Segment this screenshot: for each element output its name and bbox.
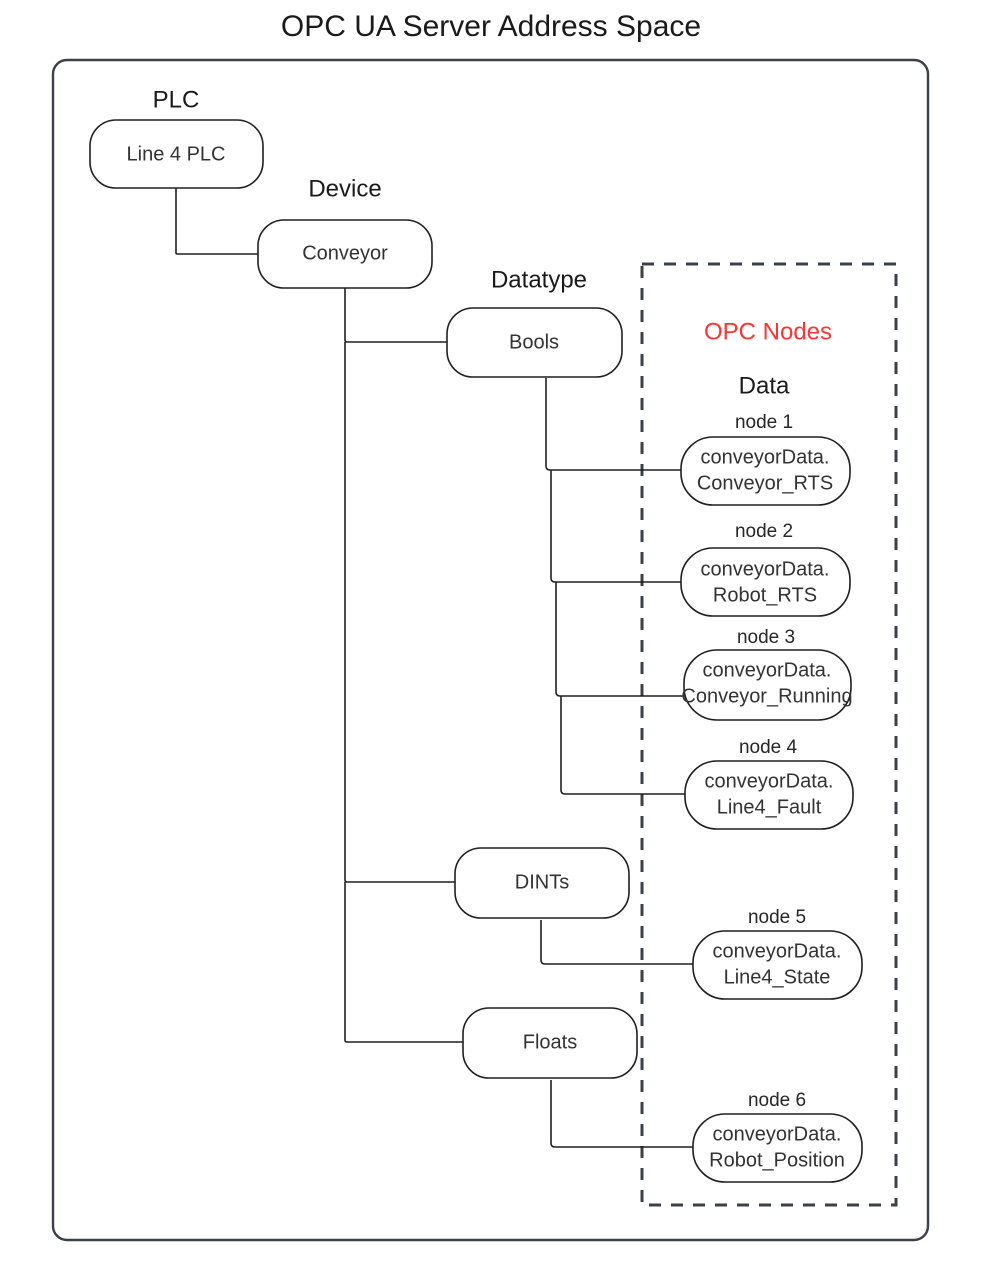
opc-node-5[interactable]: node 5 conveyorData. Line4_State bbox=[692, 907, 863, 1000]
opc-node-6-caption: node 6 bbox=[748, 1090, 806, 1111]
node-datatype-bools-shape[interactable] bbox=[446, 307, 623, 378]
opc-node-1[interactable]: node 1 conveyorData. Conveyor_RTS bbox=[680, 412, 851, 506]
link-dints-to-node5 bbox=[540, 920, 694, 965]
opc-node-6[interactable]: node 6 conveyorData. Robot_Position bbox=[692, 1090, 863, 1183]
opc-node-4-line2: Line4_Fault bbox=[717, 796, 822, 818]
page-title: OPC UA Server Address Space bbox=[281, 10, 701, 43]
opc-nodes-frame bbox=[640, 262, 898, 1207]
node-datatype-dints[interactable]: DINTs bbox=[454, 847, 630, 919]
opc-node-3-shape[interactable] bbox=[683, 649, 852, 721]
group-label-data: Data bbox=[739, 372, 790, 399]
opc-node-3[interactable]: node 3 conveyorData. Conveyor_Running bbox=[681, 627, 853, 721]
node-datatype-dints-label: DINTs bbox=[515, 871, 569, 893]
node-device-shape[interactable] bbox=[257, 219, 433, 289]
link-bools-to-node2 bbox=[550, 470, 682, 583]
link-conveyor-to-floats bbox=[344, 882, 463, 1043]
node-datatype-floats-shape[interactable] bbox=[462, 1007, 638, 1079]
opc-node-4-line1: conveyorData. bbox=[705, 770, 834, 792]
node-plc-label: Line 4 PLC bbox=[127, 143, 226, 165]
opc-node-5-line2: Line4_State bbox=[724, 966, 831, 988]
opc-node-6-line1: conveyorData. bbox=[713, 1123, 842, 1145]
opc-node-2[interactable]: node 2 conveyorData. Robot_RTS bbox=[680, 521, 851, 617]
opc-node-1-line1: conveyorData. bbox=[701, 446, 830, 468]
opc-node-3-line2: Conveyor_Running bbox=[681, 685, 852, 707]
node-device-conveyor[interactable]: Conveyor bbox=[257, 219, 433, 289]
node-datatype-dints-shape[interactable] bbox=[454, 847, 630, 919]
opc-node-2-caption: node 2 bbox=[735, 521, 793, 542]
opc-node-4-shape[interactable] bbox=[684, 760, 854, 830]
opc-node-1-line2: Conveyor_RTS bbox=[697, 472, 833, 494]
link-conveyor-to-dints bbox=[344, 342, 456, 883]
opc-node-3-caption: node 3 bbox=[737, 627, 795, 648]
group-label-plc: PLC bbox=[153, 86, 200, 113]
opc-node-2-line1: conveyorData. bbox=[701, 558, 830, 580]
opc-node-1-shape[interactable] bbox=[680, 436, 851, 506]
node-plc-shape[interactable] bbox=[89, 119, 264, 189]
link-bools-to-node1 bbox=[545, 378, 682, 471]
group-label-datatype: Datatype bbox=[491, 266, 587, 293]
link-bools-to-node3 bbox=[555, 582, 684, 697]
opc-node-6-line2: Robot_Position bbox=[709, 1149, 845, 1171]
group-label-device: Device bbox=[308, 175, 381, 202]
opc-node-5-caption: node 5 bbox=[748, 907, 806, 928]
opc-node-5-shape[interactable] bbox=[692, 930, 863, 1000]
opc-node-3-line1: conveyorData. bbox=[703, 659, 832, 681]
node-device-label: Conveyor bbox=[302, 242, 388, 264]
link-floats-to-node6 bbox=[550, 1080, 694, 1148]
opc-node-4[interactable]: node 4 conveyorData. Line4_Fault bbox=[684, 737, 854, 830]
link-bools-to-node4 bbox=[560, 696, 686, 795]
opc-node-2-shape[interactable] bbox=[680, 547, 851, 617]
opc-node-4-caption: node 4 bbox=[739, 737, 798, 758]
node-datatype-floats[interactable]: Floats bbox=[462, 1007, 638, 1079]
node-datatype-bools-label: Bools bbox=[509, 331, 559, 353]
node-datatype-bools[interactable]: Bools bbox=[446, 307, 623, 378]
opc-node-5-line1: conveyorData. bbox=[713, 940, 842, 962]
group-label-opc-nodes: OPC Nodes bbox=[704, 318, 832, 345]
link-conveyor-to-bools bbox=[344, 288, 448, 343]
link-plc-to-conveyor bbox=[175, 187, 258, 255]
opc-node-2-line2: Robot_RTS bbox=[713, 584, 817, 606]
node-plc[interactable]: Line 4 PLC bbox=[89, 119, 264, 189]
opc-node-6-shape[interactable] bbox=[692, 1113, 863, 1183]
node-datatype-floats-label: Floats bbox=[523, 1031, 577, 1053]
opc-node-1-caption: node 1 bbox=[735, 412, 793, 433]
